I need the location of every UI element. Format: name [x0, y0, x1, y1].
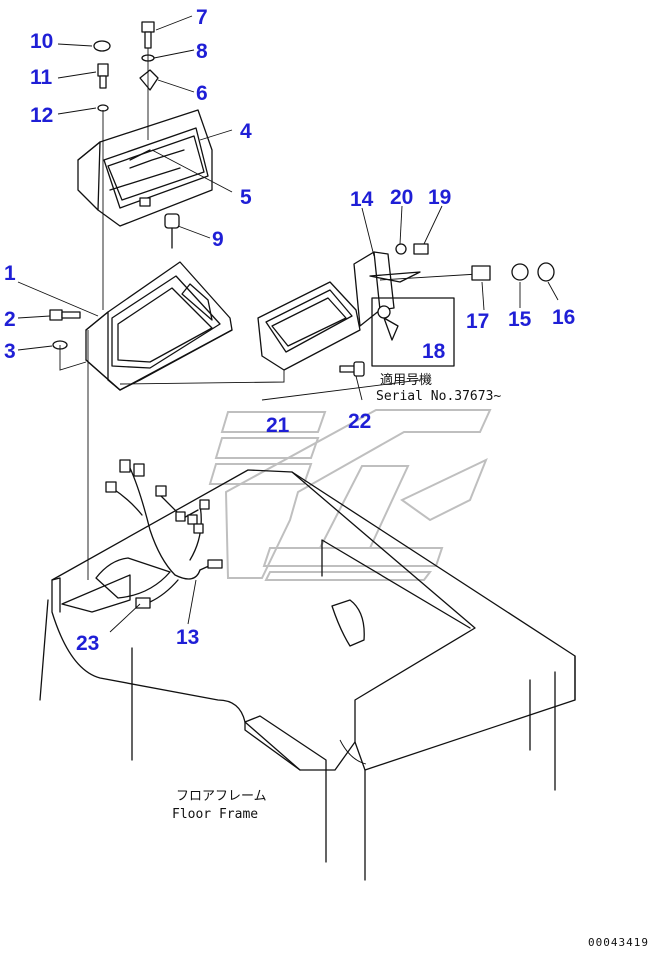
- watermark-logo: [208, 409, 492, 581]
- callout-19: 19: [428, 186, 451, 209]
- bolt-11-head: [97, 63, 109, 77]
- wiring-harness: [105, 459, 223, 609]
- callout-10: 10: [30, 30, 53, 53]
- callout-8: 8: [196, 40, 208, 63]
- bolt-2-shank: [61, 311, 81, 319]
- nut-15: [511, 263, 529, 281]
- cap-10: [93, 40, 111, 52]
- bolt-7-head: [141, 21, 155, 33]
- serial-label-en: Serial No.37673~: [376, 389, 501, 404]
- callout-21: 21: [266, 414, 290, 437]
- callout-5: 5: [240, 186, 252, 209]
- callout-12: 12: [30, 104, 53, 127]
- floor-frame-label-jp: フロアフレーム: [176, 789, 267, 804]
- callout-3: 3: [4, 340, 16, 363]
- upper-meter-cover: [77, 109, 213, 227]
- callout-11: 11: [30, 66, 53, 89]
- callout-22: 22: [348, 410, 371, 433]
- nut-20: [395, 243, 407, 255]
- callout-13: 13: [176, 626, 199, 649]
- switch-18: [377, 305, 391, 319]
- callout-15: 15: [508, 308, 532, 331]
- callout-14: 14: [350, 188, 374, 211]
- drawing-code: 00043419: [588, 936, 649, 949]
- callout-numbers: 7 8 6 4 5 9 10 11 12 1 2 3 14 20 19 17 1…: [4, 6, 575, 655]
- callout-1: 1: [4, 262, 16, 285]
- small-hardware: [49, 21, 180, 580]
- lower-meter-housing: [85, 261, 233, 391]
- callout-2: 2: [4, 308, 16, 331]
- knob-16: [537, 262, 555, 282]
- leader-lines: [17, 15, 559, 633]
- bolt-7-shank: [144, 31, 152, 49]
- callout-16: 16: [552, 306, 575, 329]
- callout-18: 18: [422, 340, 446, 363]
- floor-frame: [39, 469, 576, 881]
- bolt-22: [339, 361, 365, 377]
- callout-6: 6: [196, 82, 208, 105]
- callout-7: 7: [196, 6, 208, 29]
- callout-9: 9: [212, 228, 224, 251]
- floor-frame-label-en: Floor Frame: [172, 807, 258, 822]
- serial-label-jp: 適用号機: [380, 372, 432, 388]
- callout-17: 17: [466, 310, 489, 333]
- switch-17: [471, 265, 491, 281]
- bracket-6: [139, 69, 159, 91]
- callout-23: 23: [76, 632, 99, 655]
- meter-panel: [119, 281, 361, 385]
- callout-20: 20: [390, 186, 413, 209]
- key-9: [164, 213, 180, 229]
- callout-4: 4: [240, 120, 252, 143]
- screw-19: [413, 243, 429, 255]
- bolt-11-shank: [99, 75, 107, 89]
- serial-inset-box: [371, 297, 455, 367]
- bolt-2-head: [49, 309, 63, 321]
